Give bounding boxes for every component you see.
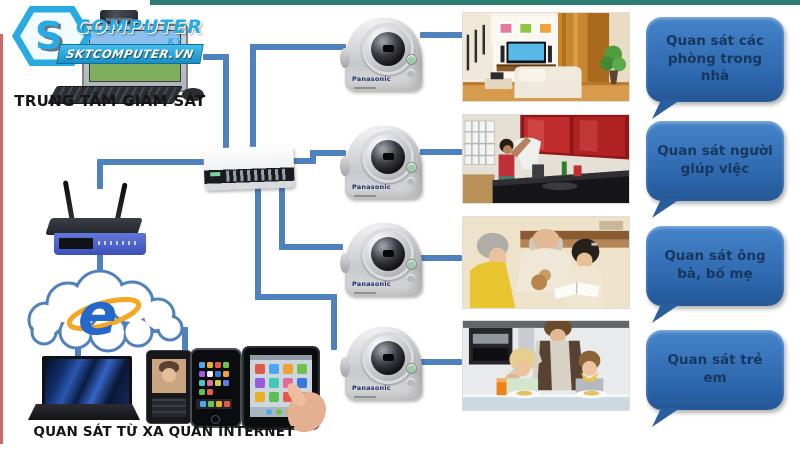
logo-suffix-text: KY [168, 37, 184, 46]
photo-kids-eating [462, 320, 630, 411]
line-router-v [97, 159, 103, 189]
network-switch [203, 145, 295, 191]
laptop-screen [42, 356, 132, 410]
internet-cloud-icon: e [14, 258, 194, 354]
internet-explorer-icon: e [66, 280, 142, 348]
monitoring-center-label: TRUNG TÂM GIÁM SÁT [14, 92, 206, 110]
feature-phone [146, 350, 192, 424]
line-monitor-v [223, 54, 229, 154]
logo-website-banner: SKTCOMPUTER.VN [56, 44, 204, 64]
camera-brand-label: Panasonic [352, 183, 391, 191]
ip-camera-4: Panasonic [339, 325, 425, 403]
line-router-cloud [97, 237, 103, 275]
bubble-grandparents: Quan sát ông bà, bố mẹ [646, 226, 784, 306]
camera-lens [362, 131, 414, 183]
line-cam1-photo [420, 32, 464, 38]
remote-viewing-label: QUAN SÁT TỪ XA QUAN INTERNET [33, 424, 295, 440]
wireless-router [45, 180, 150, 262]
photo-living-room [462, 12, 630, 102]
camera-lens [362, 332, 414, 384]
line-cam3-photo [416, 255, 462, 261]
photo-grandparents [462, 216, 630, 309]
cloud-shape: e [27, 269, 184, 353]
ip-camera-1: Panasonic [339, 16, 425, 94]
laptop-base [28, 404, 140, 420]
phone-screen [152, 359, 186, 393]
ip-camera-3: Panasonic [339, 221, 425, 299]
photo-kitchen-maid [462, 114, 630, 204]
bubble-rooms: Quan sát các phòng trong nhà [646, 17, 784, 102]
camera-brand-label: Panasonic [352, 280, 391, 288]
bubble-housekeeper: Quan sát người giúp việc [646, 121, 784, 201]
line-cam1-left [250, 44, 346, 50]
camera-lens [362, 228, 414, 280]
line-cam1-down [250, 44, 256, 154]
line-switch-cam4-h [255, 294, 337, 300]
line-cloud-laptop [75, 342, 81, 364]
left-border-strip [0, 34, 3, 444]
line-switch-cam3-v [279, 188, 285, 250]
line-monitor-h [203, 54, 229, 60]
router-antenna-left [62, 180, 75, 223]
camera-led [407, 260, 416, 269]
switch-ports [226, 168, 287, 182]
line-cam2-photo [420, 149, 464, 155]
camera-brand-label: Panasonic [352, 384, 391, 392]
line-switch-cam2-jog [310, 150, 316, 164]
smartphone-screen [196, 359, 232, 409]
home-button [211, 415, 220, 424]
router-front [54, 233, 146, 255]
router-panel [59, 238, 93, 249]
camera-brand-label: Panasonic [352, 75, 391, 83]
line-switch-cam2-a [290, 158, 316, 164]
line-switch-cam2-b [310, 150, 346, 156]
camera-lens [362, 23, 414, 75]
logo-brand-text: COMPUTER [76, 16, 203, 38]
line-switch-cam4-v [255, 188, 261, 300]
switch-led [210, 172, 221, 177]
line-switch-cam3-h [279, 244, 343, 250]
svg-text:e: e [78, 280, 117, 348]
camera-led [407, 364, 416, 373]
line-cam4-photo [416, 359, 462, 365]
laptop [28, 356, 140, 422]
line-switch-router-h [100, 159, 208, 165]
phone-keypad [152, 398, 186, 417]
top-border-strip [150, 0, 800, 5]
router-leds [98, 241, 138, 245]
line-switch-cam4-v2 [331, 294, 337, 350]
bubble-children: Quan sát trẻ em [646, 330, 784, 410]
ip-camera-2: Panasonic [339, 124, 425, 202]
mouse [182, 88, 204, 101]
camera-led [407, 55, 416, 64]
smartphone [190, 348, 242, 428]
camera-led [407, 163, 416, 172]
